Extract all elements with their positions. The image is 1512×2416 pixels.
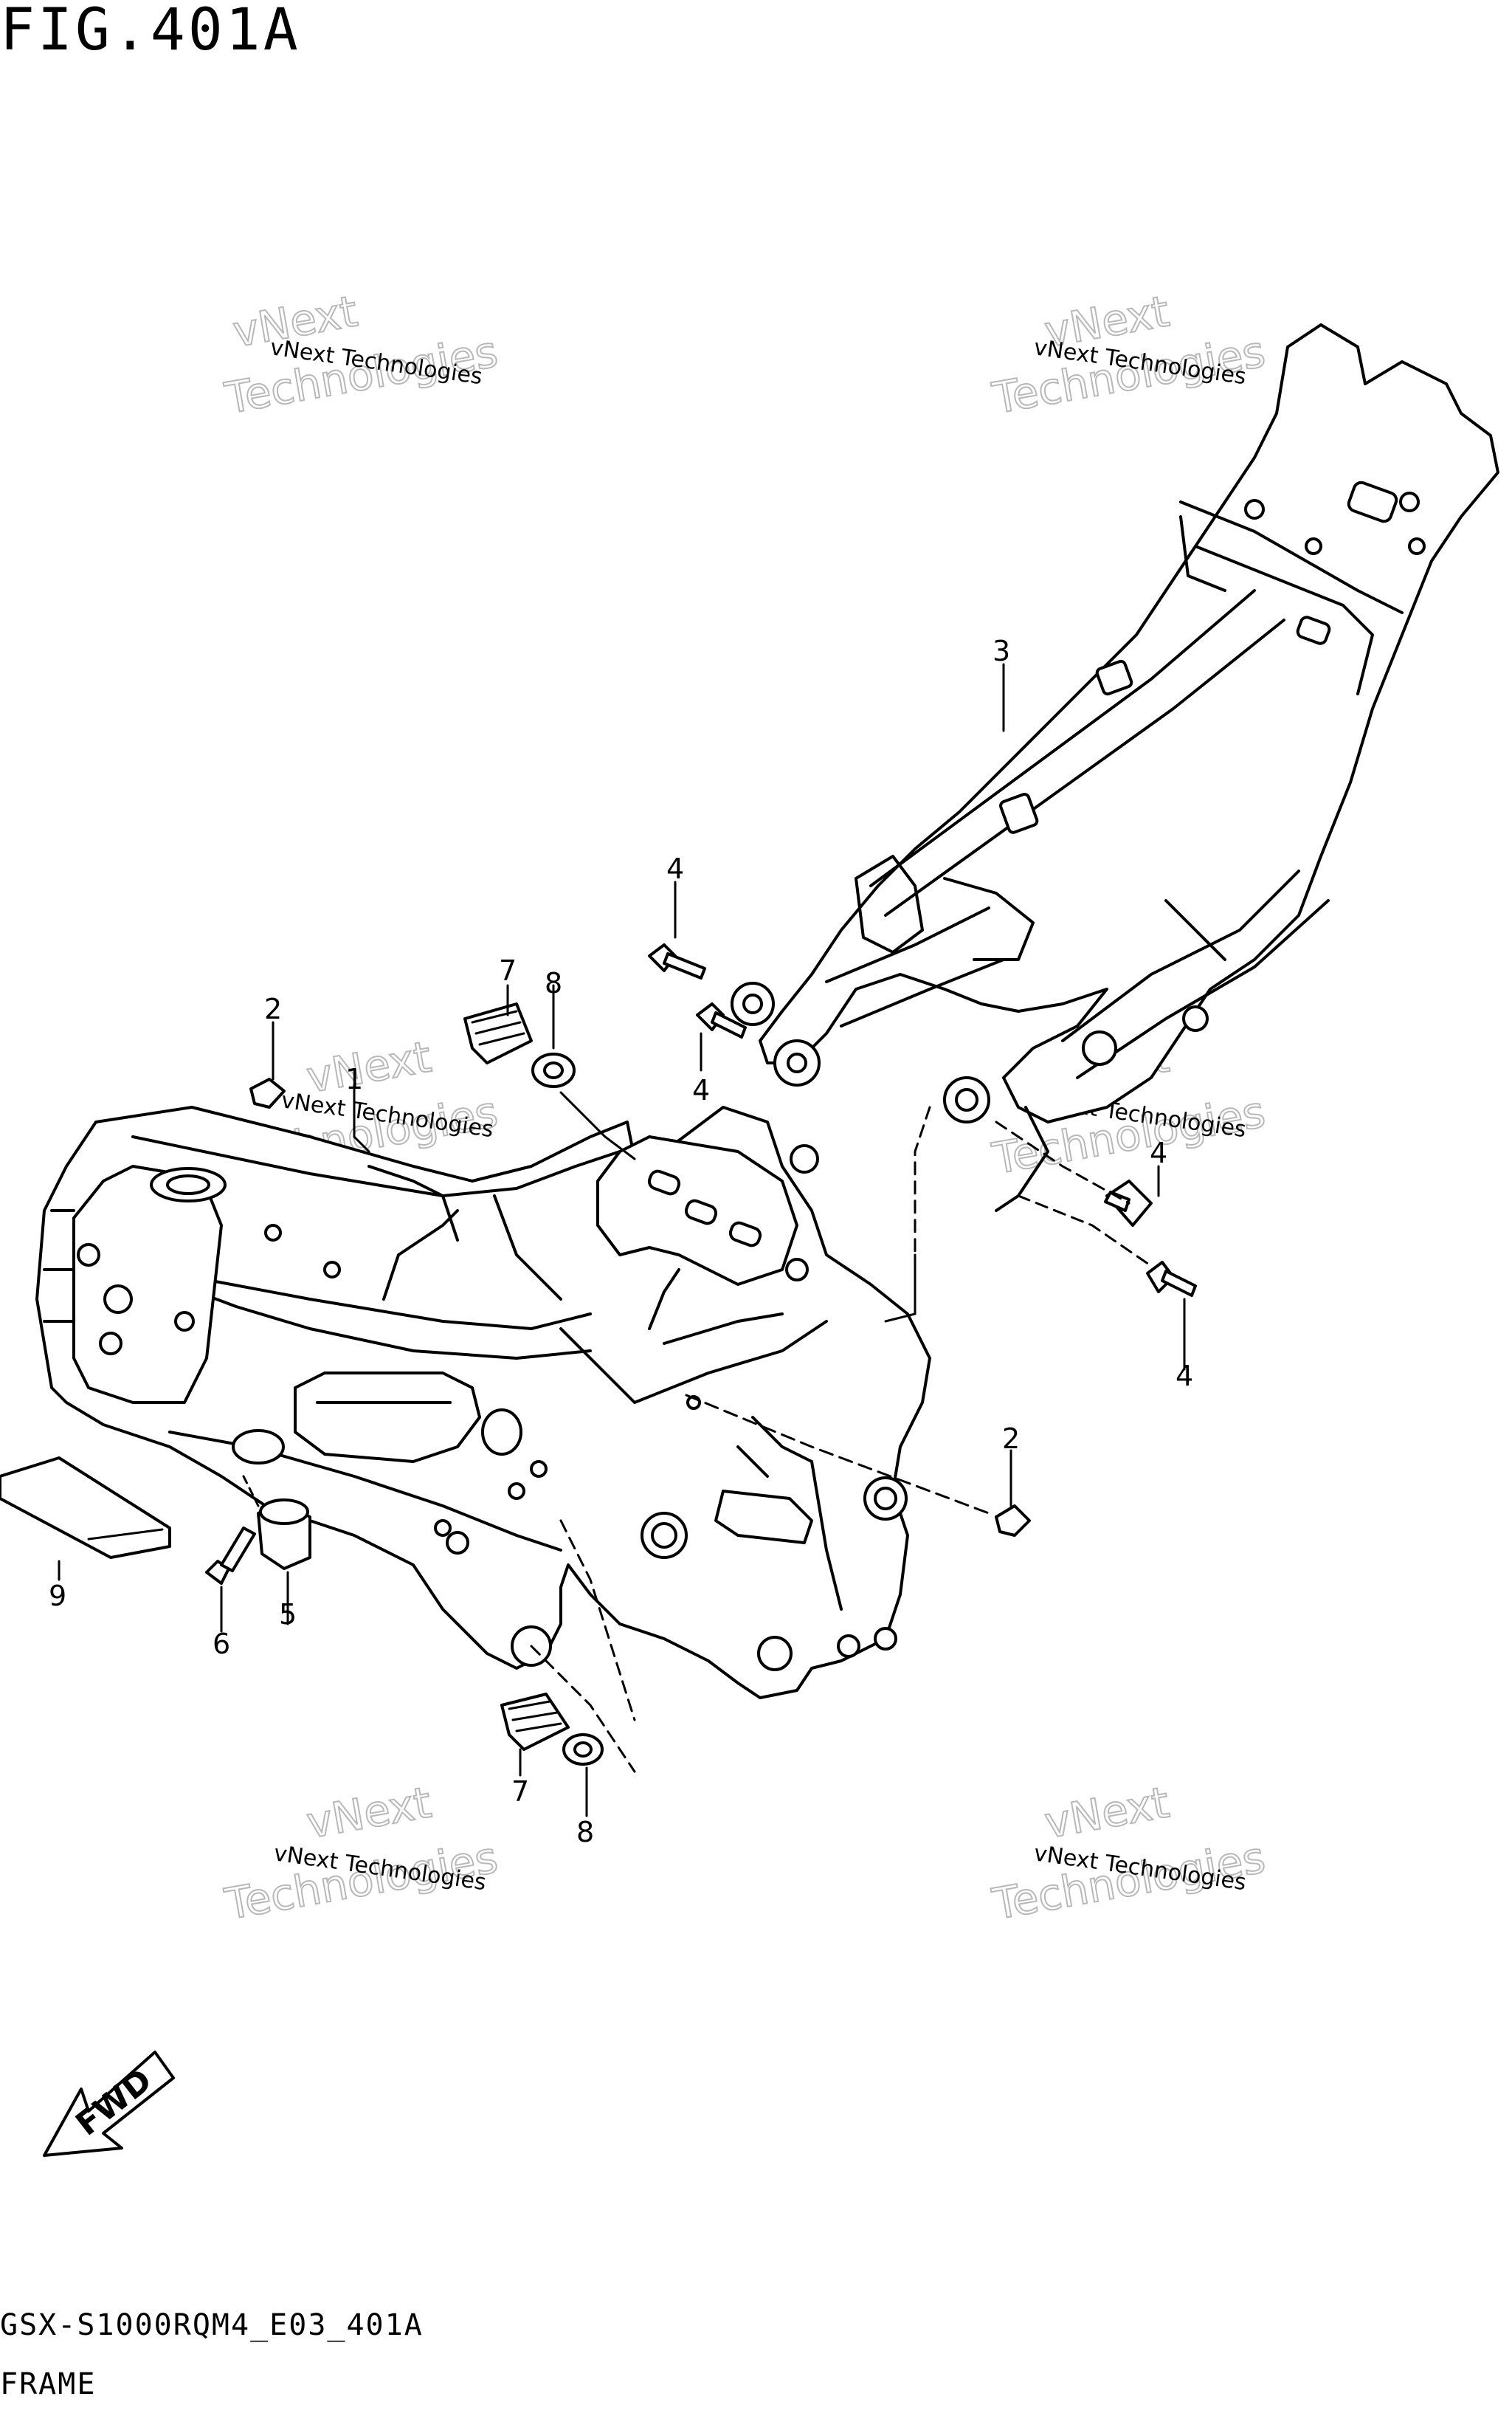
- svg-text:vNext: vNext: [303, 1031, 435, 1102]
- bushing-part-7-upper: [463, 1002, 533, 1064]
- callout-7-lower: 7: [511, 1775, 529, 1808]
- fastener-part-2-lower: [995, 1504, 1031, 1537]
- bolt-part-4-b: [696, 1002, 747, 1039]
- bushing-part-7-lower: [500, 1693, 570, 1751]
- callout-1: 1: [345, 1063, 363, 1095]
- main-frame-part-1: [35, 1106, 931, 1699]
- model-code: GSX-S1000RQM4_E03_401A: [0, 2308, 424, 2342]
- seat-rail-part-3: [731, 323, 1499, 1212]
- callout-3: 3: [993, 635, 1010, 667]
- svg-text:vNext: vNext: [303, 1777, 435, 1848]
- callout-4-right-lower: 4: [1176, 1360, 1193, 1392]
- bolt-part-4-d: [1146, 1261, 1197, 1297]
- callout-numbers: 1 2 2 3 4 4 4 4 5 6 7 7 8 8 9: [49, 635, 1193, 1848]
- leader-lines: [58, 663, 1186, 1817]
- washer-part-8-upper: [531, 1053, 576, 1088]
- callout-4-mid: 4: [692, 1074, 710, 1107]
- label-sheet-part-9: [0, 1456, 171, 1559]
- watermark-bottom-right: vNext Technologies vNext Technologies: [988, 1776, 1270, 1930]
- bolt-part-4-a: [648, 943, 706, 980]
- callout-8-lower: 8: [576, 1816, 594, 1848]
- watermark-top-left: vNext Technologies vNext Technologies: [221, 285, 503, 424]
- callout-6: 6: [213, 1628, 230, 1660]
- callout-2-lower: 2: [1002, 1422, 1020, 1455]
- fwd-arrow-icon: FWD: [43, 2051, 175, 2157]
- fastener-part-2-upper: [249, 1078, 286, 1109]
- svg-text:vNext: vNext: [1041, 1777, 1173, 1848]
- callout-9: 9: [49, 1580, 66, 1612]
- washer-part-8-lower: [562, 1733, 604, 1766]
- collar-part-5: [257, 1498, 311, 1570]
- callout-5: 5: [279, 1598, 297, 1631]
- callout-4-top: 4: [666, 853, 684, 885]
- callout-4-right-upper: 4: [1150, 1137, 1167, 1169]
- callout-8-upper: 8: [545, 967, 562, 999]
- watermark-top-right: vNext Technologies vNext Technologies: [988, 285, 1270, 424]
- section-name: FRAME: [0, 2367, 97, 2401]
- figure-title: FIG.401A: [0, 0, 301, 63]
- bolt-part-6: [205, 1527, 256, 1585]
- watermark-bottom-left: vNext Technologies vNext Technologies: [221, 1776, 503, 1930]
- callout-7-upper: 7: [499, 954, 517, 987]
- callout-2-upper: 2: [264, 993, 282, 1025]
